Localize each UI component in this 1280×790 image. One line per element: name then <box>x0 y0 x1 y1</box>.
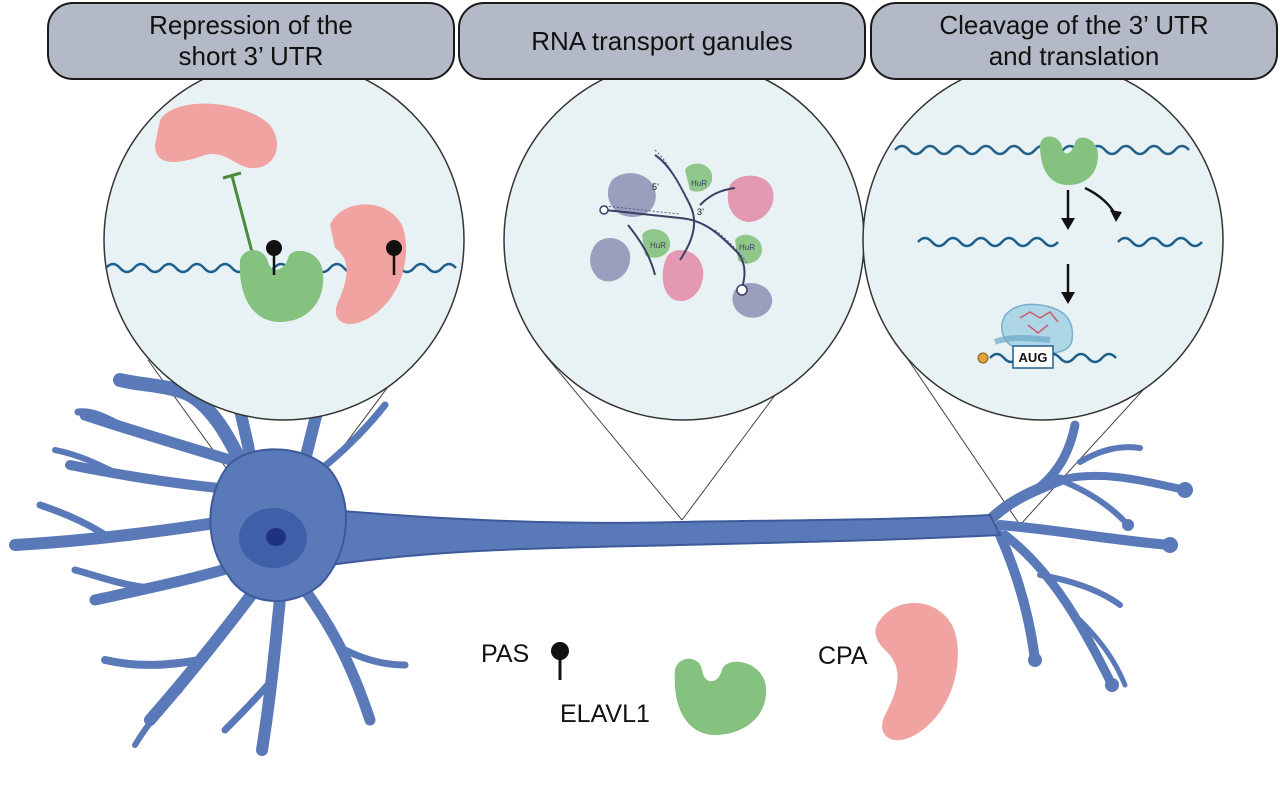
legend-cpa-label: CPA <box>818 642 868 670</box>
legend-elavl1-icon <box>674 658 767 735</box>
zoom-circle-cleavage: AUG <box>862 59 1224 421</box>
aug-codon-label: AUG <box>1019 350 1048 365</box>
legend-pas-icon <box>551 642 569 680</box>
header-repression-text: Repression of the short 3’ UTR <box>149 10 353 71</box>
legend-elavl1-label: ELAVL1 <box>560 700 650 728</box>
five-prime-label: 5’ <box>652 182 659 192</box>
hur-label-2: HuR <box>650 241 666 250</box>
three-prime-label: 3’ <box>697 207 704 217</box>
zoom-circle-granules: HuR HuR HuR 5’ 3’ <box>503 59 865 421</box>
header-repression: Repression of the short 3’ UTR <box>47 2 455 80</box>
header-transport-text: RNA transport ganules <box>531 25 793 56</box>
header-cleavage-text: Cleavage of the 3’ UTR and translation <box>939 10 1209 71</box>
nucleolus <box>266 528 286 546</box>
hur-label-1: HuR <box>691 179 707 188</box>
zoom-circle-repression <box>103 59 465 421</box>
header-transport: RNA transport ganules <box>458 2 866 80</box>
legend-cpa-icon <box>875 602 958 741</box>
hur-label-3: HuR <box>739 243 755 252</box>
neuron <box>9 325 1193 756</box>
header-cleavage: Cleavage of the 3’ UTR and translation <box>870 2 1278 80</box>
legend-pas-label: PAS <box>481 640 530 668</box>
